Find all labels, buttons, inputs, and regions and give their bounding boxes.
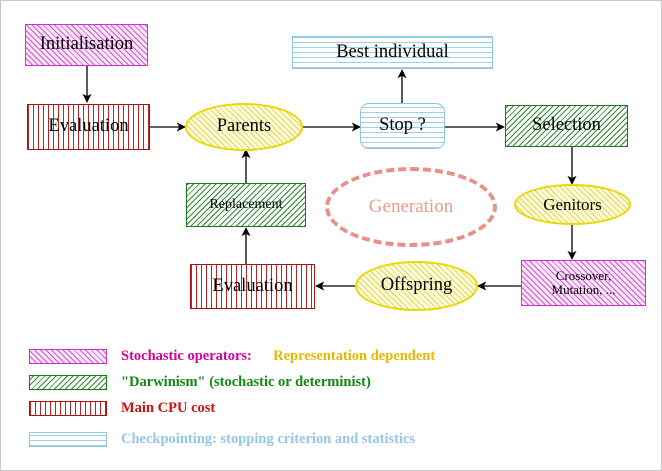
node-parents-label: Parents [216, 116, 272, 137]
legend-label-stochastic-operators: Stochastic operators: [121, 347, 252, 364]
legend-swatch-red [29, 400, 107, 416]
node-offspring-label: Offspring [380, 275, 453, 296]
node-crossover-mutation-label: Crossover, Mutation, ... [551, 268, 616, 297]
node-evaluation-top[interactable]: Evaluation [27, 104, 150, 150]
node-best-individual-label: Best individual [336, 41, 449, 62]
node-evaluation-bottom-label: Evaluation [212, 275, 293, 296]
legend-label-checkpointing: Checkpointing: stopping criterion and st… [121, 430, 416, 447]
node-stop-label: Stop ? [379, 115, 426, 136]
node-selection-label: Selection [532, 115, 601, 136]
legend-swatch-blue [29, 431, 107, 447]
legend-text-stochastic: Stochastic operators: Representation dep… [121, 348, 435, 365]
node-evaluation-bottom[interactable]: Evaluation [190, 264, 315, 309]
node-initialisation[interactable]: Initialisation [25, 24, 148, 66]
legend-swatch-green [29, 374, 107, 390]
node-selection[interactable]: Selection [505, 105, 628, 147]
node-replacement[interactable]: Replacement [186, 183, 306, 227]
node-evaluation-top-label: Evaluation [48, 116, 129, 137]
node-generation: Generation [325, 167, 497, 247]
node-genitors-label: Genitors [543, 194, 602, 214]
node-crossover-mutation[interactable]: Crossover, Mutation, ... [521, 260, 646, 306]
legend-label-main-cpu-cost: Main CPU cost [121, 399, 216, 416]
legend-swatch-magenta [29, 348, 107, 364]
node-initialisation-label: Initialisation [39, 34, 134, 55]
node-best-individual[interactable]: Best individual [292, 36, 493, 69]
legend-label-darwinism: "Darwinism" (stochastic or determinist) [121, 373, 371, 390]
node-stop[interactable]: Stop ? [360, 103, 445, 149]
node-genitors[interactable]: Genitors [514, 184, 631, 225]
legend-label-representation-dependent: Representation dependent [273, 347, 436, 364]
node-offspring[interactable]: Offspring [355, 261, 478, 311]
node-replacement-label: Replacement [209, 196, 283, 212]
node-parents[interactable]: Parents [185, 103, 303, 151]
node-generation-label: Generation [368, 196, 454, 218]
